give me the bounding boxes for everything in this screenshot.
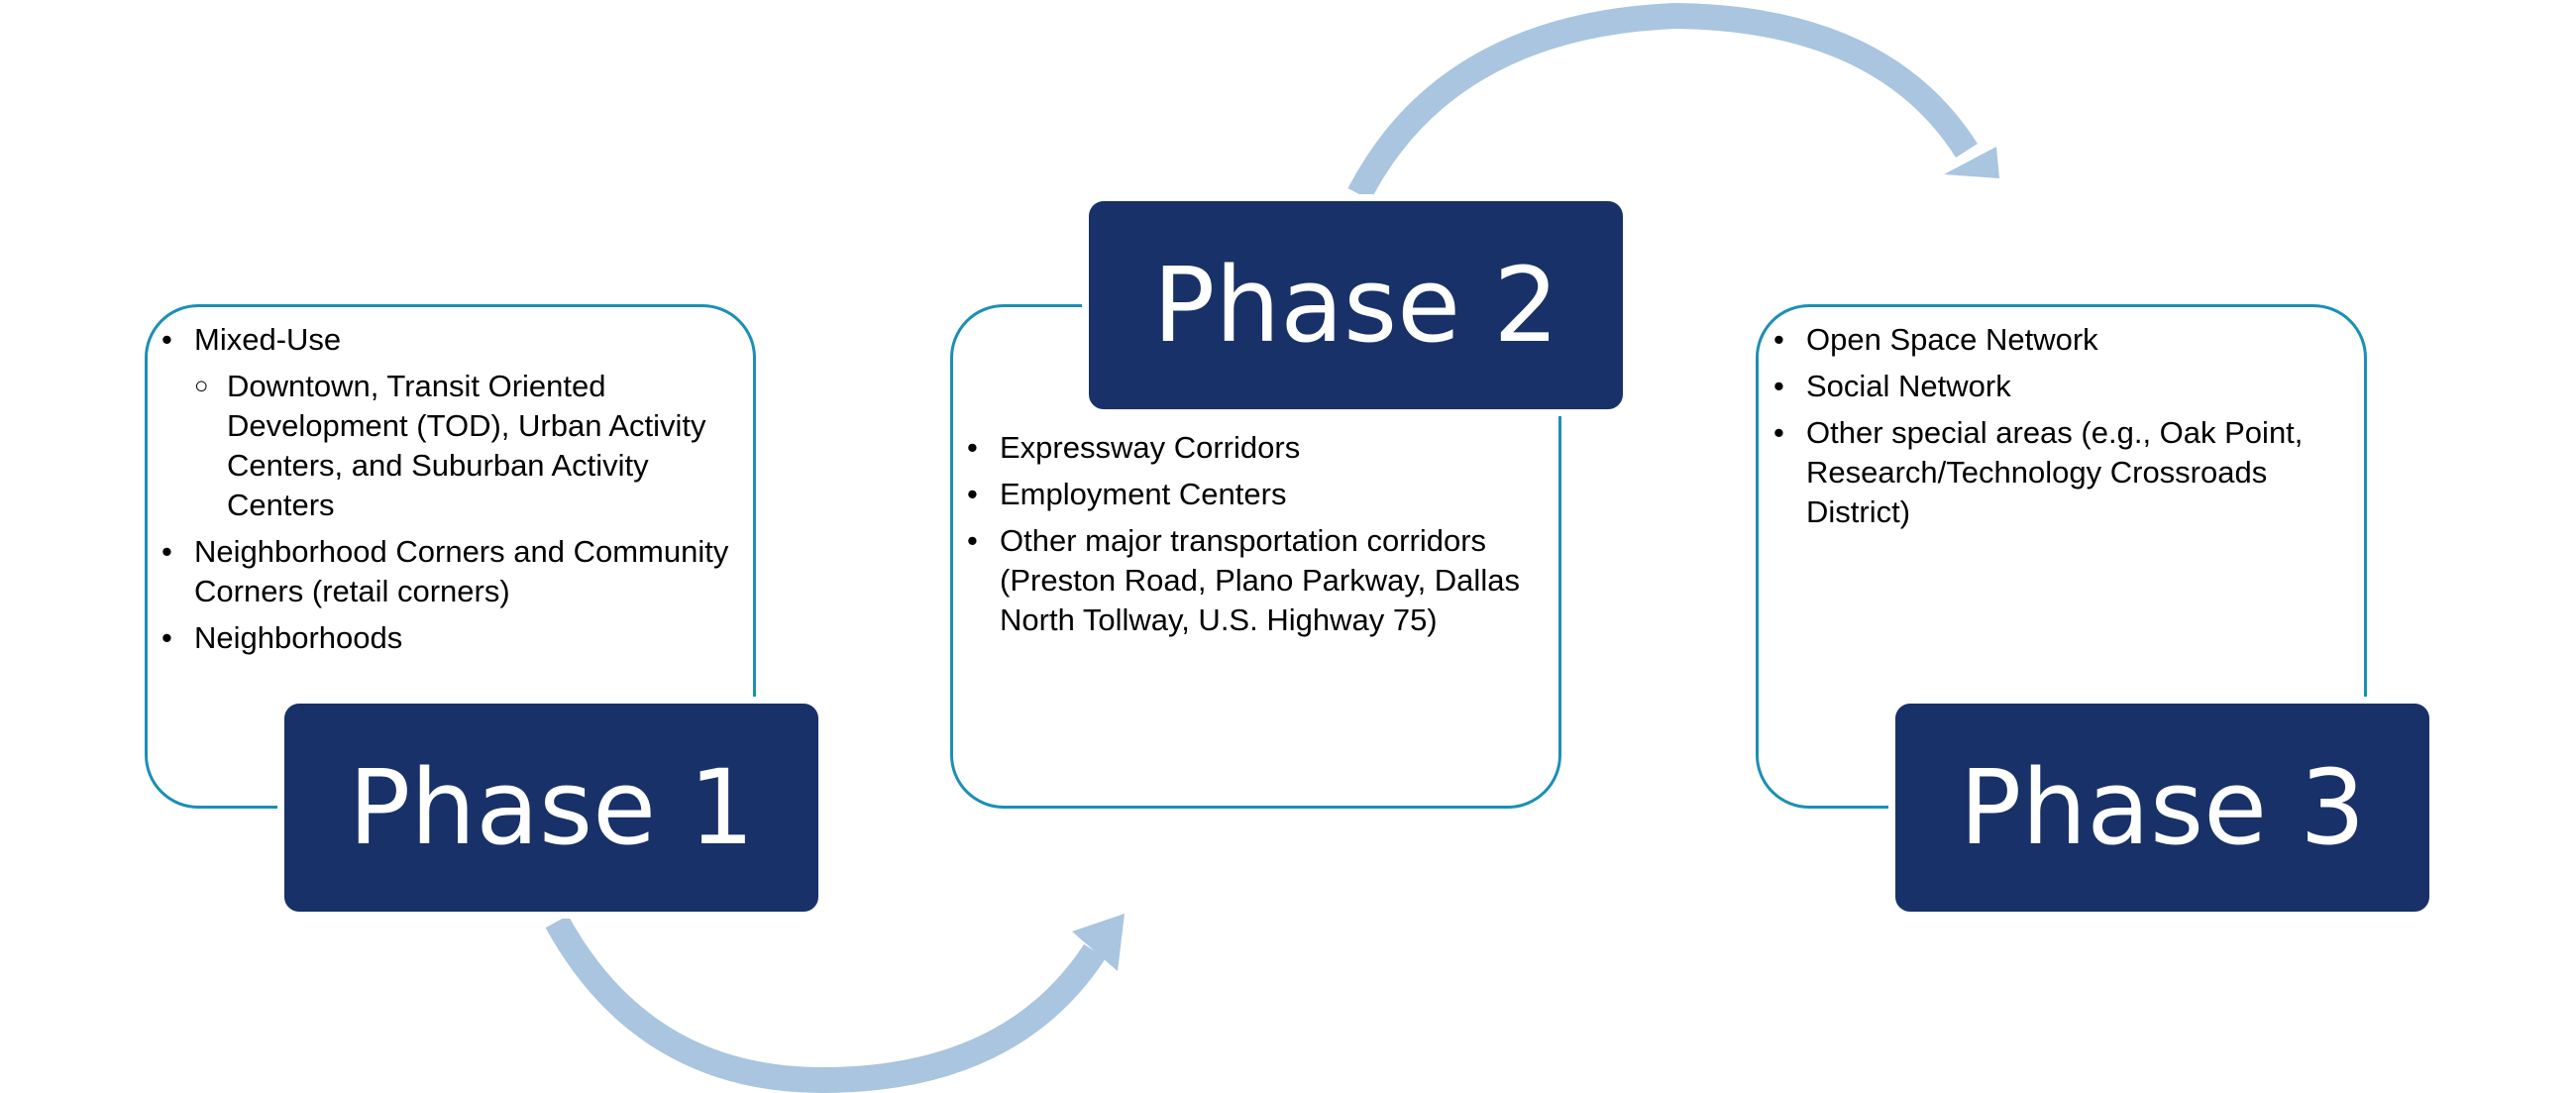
phase3-label: Phase 3 <box>1892 701 2432 915</box>
phase3-bullet-list: Open Space Network Social Network Other … <box>1773 320 2348 539</box>
phase1-label: Phase 1 <box>281 701 821 915</box>
bullet-item: Other special areas (e.g., Oak Point, Re… <box>1773 413 2348 532</box>
bullet-item: Other major transportation corridors (Pr… <box>967 521 1552 640</box>
bullet-item: Mixed-Use <box>161 320 736 360</box>
bullet-item: Social Network <box>1773 367 2348 406</box>
arrow-phase2-to-phase3 <box>1347 2 1999 200</box>
bullet-item: Neighborhood Corners and Community Corne… <box>161 532 736 611</box>
phase2-label: Phase 2 <box>1086 198 1626 412</box>
arrow-phase1-to-phase2 <box>545 914 1125 1093</box>
sub-bullet-item: Downtown, Transit Oriented Development (… <box>194 367 736 525</box>
bullet-item: Employment Centers <box>967 475 1552 514</box>
phase2-bullet-list: Expressway Corridors Employment Centers … <box>967 428 1552 647</box>
phase1-bullet-list: Mixed-Use Downtown, Transit Oriented Dev… <box>161 320 736 665</box>
bullet-item: Open Space Network <box>1773 320 2348 360</box>
bullet-item: Neighborhoods <box>161 618 736 658</box>
bullet-item: Expressway Corridors <box>967 428 1552 468</box>
